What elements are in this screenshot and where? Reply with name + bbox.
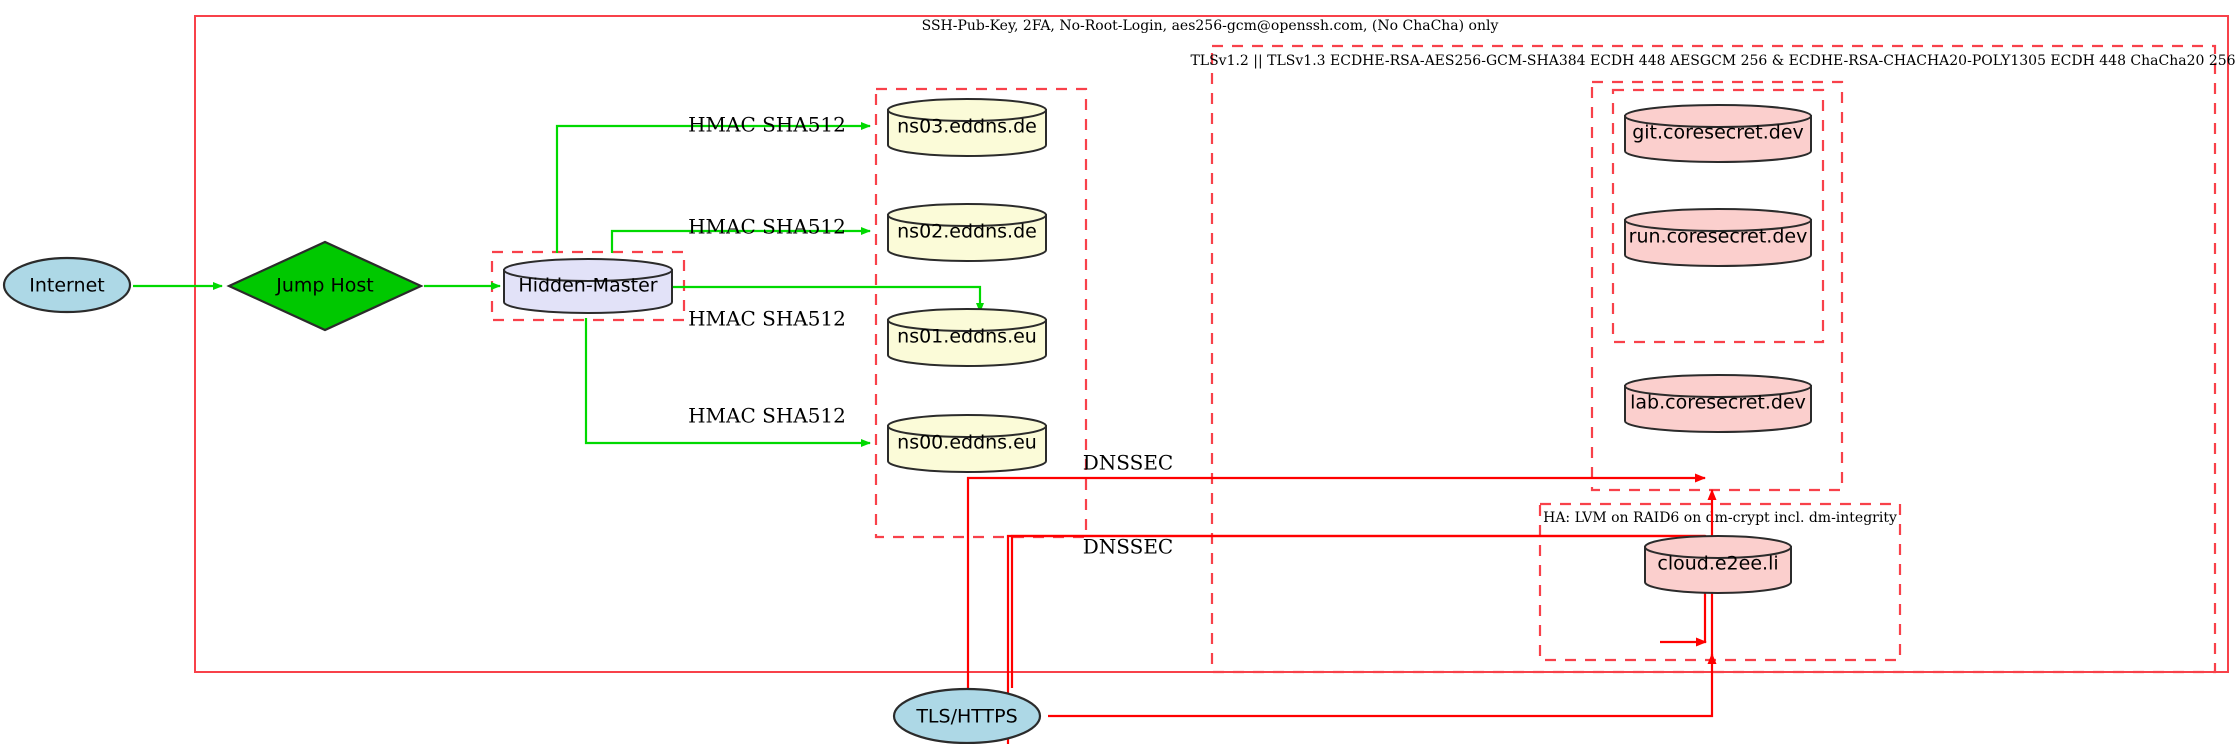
- cluster-tls-label: TLSv1.2 || TLSv1.3 ECDHE-RSA-AES256-GCM-…: [1190, 53, 2235, 69]
- node-cloud-e2ee-label: cloud.e2ee.li: [1657, 553, 1778, 575]
- node-lab-coresecret[interactable]: lab.coresecret.dev: [1624, 374, 1812, 433]
- node-ns03-label: ns03.eddns.de: [897, 116, 1037, 138]
- edge-master-to-ns00: HMAC SHA512: [584, 318, 871, 447]
- cluster-dns-boundary: [874, 87, 1088, 539]
- cluster-ssh-boundary: SSH-Pub-Key, 2FA, No-Root-Login, aes256-…: [194, 15, 2229, 673]
- cluster-ha-boundary: HA: LVM on RAID6 on dm-crypt incl. dm-in…: [1538, 502, 1902, 662]
- edge-master-to-ns02: HMAC SHA512: [610, 215, 871, 253]
- node-run-coresecret[interactable]: run.coresecret.dev: [1624, 208, 1812, 267]
- node-ns01-label: ns01.eddns.eu: [897, 326, 1037, 348]
- cluster-coresecret-inner-boundary: [1611, 88, 1825, 344]
- node-tls-https-label: TLS/HTTPS: [915, 706, 1017, 728]
- node-git-coresecret[interactable]: git.coresecret.dev: [1624, 104, 1812, 163]
- node-lab-coresecret-label: lab.coresecret.dev: [1630, 392, 1806, 414]
- edge-label-dnssec-upper: DNSSEC: [1083, 451, 1174, 475]
- edge-label-hmac-ns00: HMAC SHA512: [688, 404, 846, 428]
- edge-dnssec-lower: DNSSEC: [1006, 535, 1707, 744]
- node-ns00[interactable]: ns00.eddns.eu: [887, 414, 1047, 473]
- node-ns02-label: ns02.eddns.de: [897, 221, 1037, 243]
- node-ns02[interactable]: ns02.eddns.de: [887, 203, 1047, 262]
- node-cloud-e2ee[interactable]: cloud.e2ee.li: [1644, 535, 1792, 594]
- node-jump-host[interactable]: Jump Host: [226, 240, 424, 332]
- node-git-coresecret-label: git.coresecret.dev: [1632, 122, 1804, 144]
- cluster-ssh-label: SSH-Pub-Key, 2FA, No-Root-Login, aes256-…: [922, 18, 1499, 34]
- cluster-ha-label: HA: LVM on RAID6 on dm-crypt incl. dm-in…: [1543, 510, 1897, 526]
- node-ns00-label: ns00.eddns.eu: [897, 432, 1037, 454]
- node-run-coresecret-label: run.coresecret.dev: [1629, 226, 1808, 248]
- node-jump-host-label: Jump Host: [275, 275, 374, 297]
- edge-label-dnssec-lower: DNSSEC: [1083, 535, 1174, 559]
- node-internet-label: Internet: [29, 275, 104, 297]
- edge-dnssec-upper: DNSSEC: [966, 451, 1706, 744]
- node-hidden-master-label: Hidden-Master: [518, 275, 657, 297]
- cluster-tls-boundary: TLSv1.2 || TLSv1.3 ECDHE-RSA-AES256-GCM-…: [1190, 44, 2236, 674]
- node-ns03[interactable]: ns03.eddns.de: [887, 98, 1047, 157]
- edge-label-hmac-ns01: HMAC SHA512: [688, 307, 846, 331]
- node-tls-https[interactable]: TLS/HTTPS: [892, 687, 1042, 744]
- edge-tls-to-ha: [1048, 653, 1717, 718]
- edge-master-to-ns01: HMAC SHA512: [672, 285, 984, 331]
- node-internet[interactable]: Internet: [2, 256, 132, 314]
- node-ns01[interactable]: ns01.eddns.eu: [887, 308, 1047, 367]
- cluster-coresecret-outer-boundary: [1590, 80, 1844, 492]
- node-hidden-master[interactable]: Hidden-Master: [503, 258, 673, 314]
- edge-master-to-ns03: HMAC SHA512: [555, 113, 871, 253]
- edge-label-hmac-ns02: HMAC SHA512: [688, 215, 846, 239]
- edge-label-hmac-ns03: HMAC SHA512: [688, 113, 846, 137]
